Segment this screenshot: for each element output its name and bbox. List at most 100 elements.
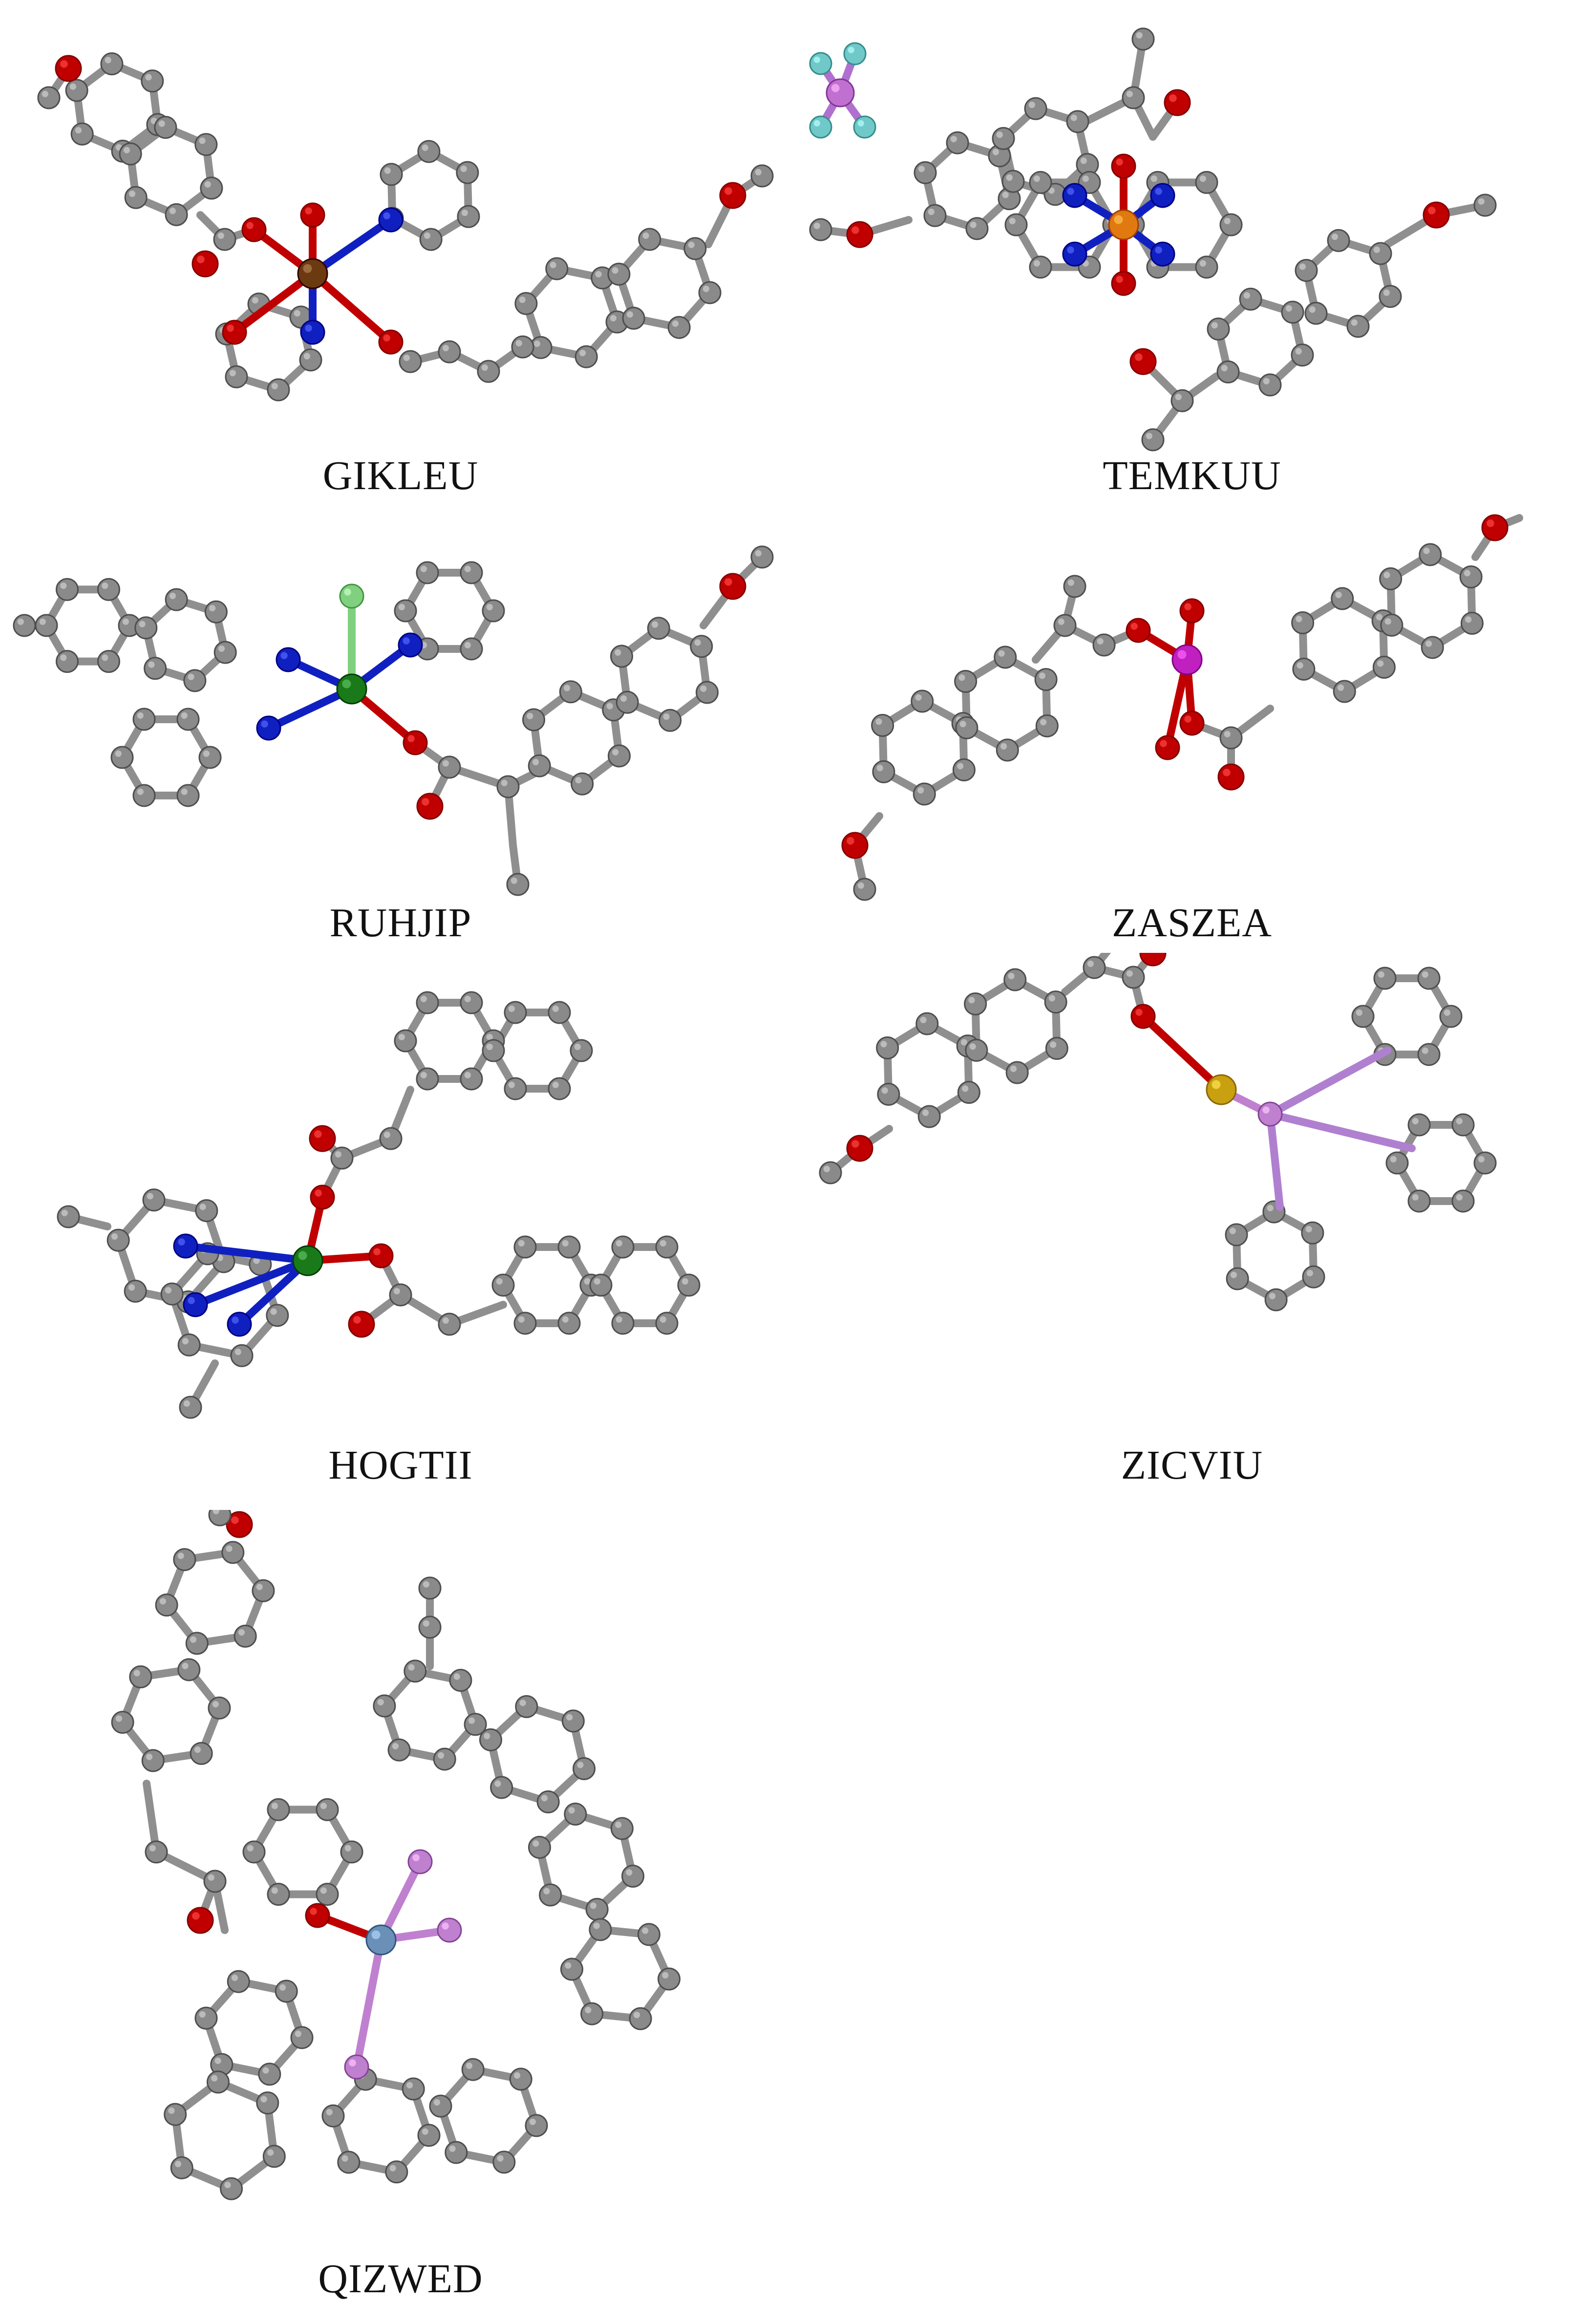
atom <box>227 1970 250 1993</box>
atom <box>1281 301 1304 324</box>
atom-highlight <box>724 187 732 195</box>
atom <box>1351 1005 1375 1028</box>
atom <box>445 2141 468 2164</box>
atom <box>266 1304 289 1327</box>
molecule-ruhjip <box>13 545 774 896</box>
atom <box>267 378 290 402</box>
atom-highlight <box>642 1927 649 1934</box>
atom <box>504 1001 527 1024</box>
atom <box>608 744 631 768</box>
atom <box>482 1039 505 1062</box>
atom-highlight <box>996 131 1003 138</box>
atom-highlight <box>1008 972 1015 979</box>
atom-highlight <box>1295 348 1302 355</box>
atom-highlight <box>606 703 613 710</box>
atom <box>56 650 79 673</box>
atom-highlight <box>423 1620 429 1627</box>
atom-highlight <box>529 2118 536 2125</box>
atom <box>97 650 120 673</box>
atom <box>404 1659 427 1683</box>
atom-highlight <box>165 1287 172 1294</box>
atom-highlight <box>823 1165 830 1172</box>
atom <box>267 1883 290 1906</box>
atom <box>690 635 713 658</box>
atom <box>460 991 483 1014</box>
atom <box>97 578 120 601</box>
atom <box>417 2124 441 2147</box>
atom <box>1139 953 1167 967</box>
atom-highlight <box>181 712 188 719</box>
bond <box>1266 1110 1284 1211</box>
atom-highlight <box>213 1510 219 1514</box>
atom <box>528 754 551 777</box>
atom-highlight <box>1390 1156 1397 1162</box>
atom-highlight <box>847 837 854 845</box>
atom-highlight <box>1423 547 1430 554</box>
atom <box>416 793 444 820</box>
atom-highlight <box>280 652 288 659</box>
atom-highlight <box>1373 246 1380 253</box>
label-hogtii: HOGTII <box>328 1442 473 1488</box>
atom-highlight <box>950 135 957 143</box>
atom-highlight <box>915 694 922 701</box>
atom-highlight <box>1130 623 1138 630</box>
atom-highlight <box>755 169 762 175</box>
atom <box>853 878 876 901</box>
atom-highlight <box>1050 1041 1057 1048</box>
atom <box>65 79 88 102</box>
atom-highlight <box>755 550 762 557</box>
atom <box>1417 1043 1441 1066</box>
atom-highlight <box>1267 1205 1274 1211</box>
atom <box>696 681 719 704</box>
atom-highlight <box>922 1109 929 1116</box>
atom <box>378 329 404 355</box>
atom <box>416 1067 439 1091</box>
atom-highlight <box>214 2057 221 2064</box>
atom-highlight <box>659 1316 666 1323</box>
molecule-zaszea <box>841 514 1523 901</box>
atom <box>194 133 218 156</box>
atom <box>183 1292 208 1317</box>
atom <box>1379 567 1403 590</box>
atom-highlight <box>373 1248 381 1255</box>
atom <box>241 217 267 242</box>
atom-highlight <box>298 1251 307 1260</box>
atom <box>13 614 36 637</box>
atom-highlight <box>303 353 310 360</box>
atom <box>56 578 79 601</box>
atom-highlight <box>659 1240 666 1247</box>
atom-highlight <box>1306 1270 1313 1277</box>
atom <box>276 647 301 672</box>
atom <box>437 1917 462 1943</box>
atom-highlight <box>700 685 707 692</box>
atom-highlight <box>398 603 405 610</box>
atom-highlight <box>881 1087 888 1094</box>
atom-highlight <box>508 1081 515 1088</box>
atom <box>994 646 1017 669</box>
atom <box>589 1918 612 1941</box>
atom <box>677 1273 701 1297</box>
atom <box>1066 110 1089 133</box>
atom-highlight <box>1155 246 1162 254</box>
atom-highlight <box>1478 1156 1485 1162</box>
panel-qizwed: QIZWED <box>10 1510 791 2316</box>
atom <box>402 2077 425 2101</box>
atom <box>996 738 1019 762</box>
atom <box>491 1273 515 1297</box>
atom-highlight <box>420 1072 427 1078</box>
bond <box>1139 1012 1225 1094</box>
atom-highlight <box>1428 207 1436 215</box>
atom <box>954 669 978 693</box>
atom-highlight <box>857 120 864 127</box>
atom <box>1225 1223 1248 1247</box>
atom-highlight <box>137 712 144 719</box>
atom-highlight <box>515 340 522 346</box>
atom-highlight <box>183 1400 190 1407</box>
atom-highlight <box>1126 90 1133 97</box>
atom <box>585 1898 609 1921</box>
atom-highlight <box>527 712 533 719</box>
atom-highlight <box>1048 995 1056 1002</box>
atom-highlight <box>1230 1271 1237 1278</box>
atom <box>1226 1267 1249 1291</box>
atom <box>1459 565 1483 589</box>
